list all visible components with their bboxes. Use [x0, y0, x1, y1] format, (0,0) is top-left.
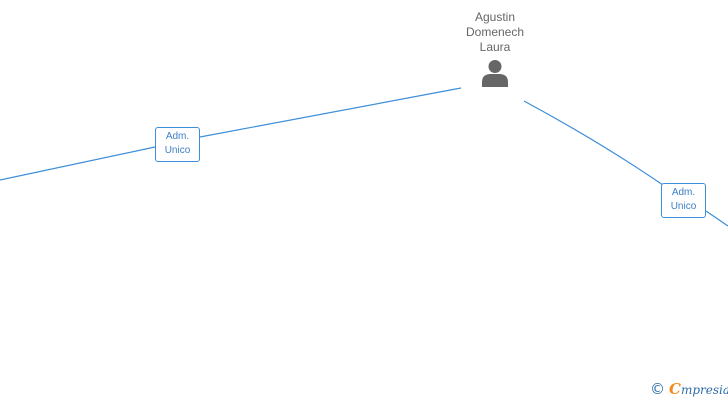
person-name-line-2: Domenech [465, 25, 525, 39]
role-label-right-line-1: Adm. [671, 187, 696, 198]
person-node[interactable]: Agustin Domenech Laura [445, 10, 545, 88]
brand-logo-rest: mpresia [680, 382, 728, 397]
role-label-right-line-2: Unico [670, 201, 697, 212]
link-left-segment-inner [199, 87, 462, 138]
person-name-line-3: Laura [479, 40, 511, 54]
role-label-left[interactable]: Adm. Unico [155, 127, 200, 162]
link-left-segment-outer [0, 146, 156, 181]
brand-logo-first-letter: C [669, 379, 681, 398]
link-right-segment-outer [705, 210, 728, 227]
role-label-left-line-2: Unico [164, 145, 191, 156]
copyright-icon: © [650, 380, 665, 398]
person-icon [482, 60, 508, 87]
brand-watermark: © Cmpresia [650, 380, 728, 399]
role-label-right[interactable]: Adm. Unico [661, 183, 706, 218]
link-right-segment-inner [523, 100, 664, 186]
person-name-line-1: Agustin [474, 10, 516, 24]
brand-logo: Cmpresia [669, 380, 728, 399]
role-label-left-line-1: Adm. [165, 131, 190, 142]
